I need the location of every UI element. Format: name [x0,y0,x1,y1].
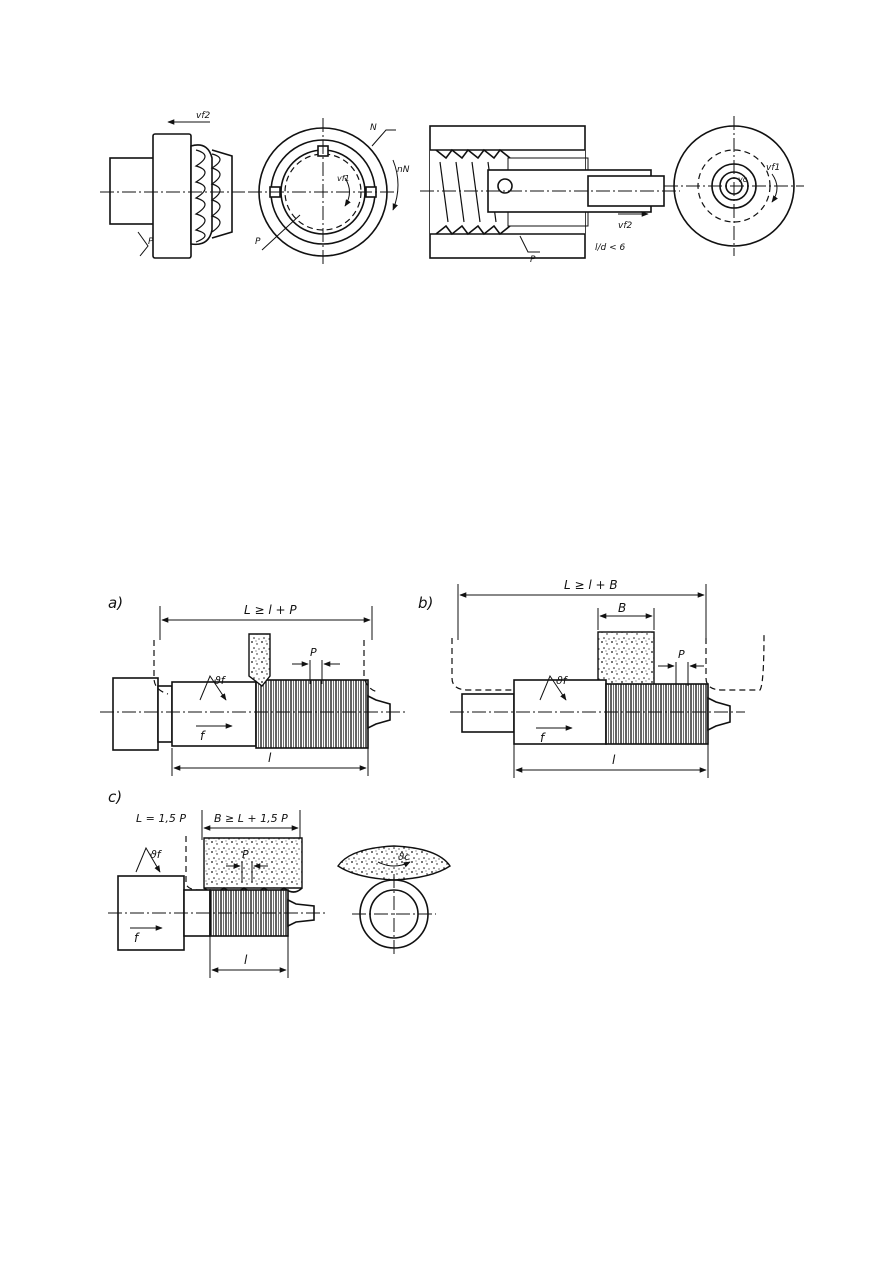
figure-a-length: l [268,751,272,765]
label-vf2-right: vf2 [618,221,632,231]
figure-b-speed: ϑf [556,674,569,687]
figure-b-length-formula: L ≥ l + B [564,578,618,592]
figure-a-tag: a) [108,594,123,612]
top-ring-end-view: N nN vf1 P [248,118,410,266]
figure-c-length-formula: L = 1,5 P [136,812,186,825]
figure-c-tag: c) [108,788,122,806]
top-right-end-view: vf1 vc [664,116,804,256]
figure-c-length: l [244,953,248,967]
figure-a-speed: ϑf [214,674,227,687]
label-p-ring: P [255,237,261,247]
figure-a-length-formula: L ≥ l + P [244,603,297,617]
label-n-ring: N [370,123,377,133]
figure-b-feed: f [540,731,546,745]
label-p-right: P [530,255,536,265]
figure-c-feed: f [134,931,140,945]
label-vf1-ring: vf1 [337,174,350,183]
figure-b-length: l [612,753,616,767]
top-hatched-section: vf2 P l/d < 6 [420,125,680,265]
figure-b: b) L ≥ l + B B ϑf f P [418,578,765,778]
label-p-left: P [148,237,154,247]
figure-b-tag: b) [418,594,433,612]
figure-c-wheel-speed: ϑc [398,852,410,863]
figure-a-pitch: P [310,646,317,659]
figure-b-wheel-width: B [618,601,626,615]
figure-b-pitch: P [678,648,685,661]
internal-thread [435,148,511,236]
figure-c-end-view: ϑc [337,845,451,954]
figure-c: c) L = 1,5 P B ≥ L + 1,5 P ϑf f P l [108,788,325,978]
label-vc-right: vc [738,175,748,184]
label-ratio: l/d < 6 [595,243,626,253]
figure-c-speed: ϑf [150,848,163,861]
worm-threads [190,144,233,246]
figure-c-wheel-formula: B ≥ L + 1,5 P [214,812,288,825]
figure-a-feed: f [200,729,206,743]
figure-a: a) L ≥ l + P ϑf f P l [100,594,405,776]
label-vf2-left: vf2 [196,111,210,121]
figure-c-pitch: P [242,848,249,861]
label-vf1-right: vf1 [766,163,780,173]
label-nn: nN [397,165,410,175]
top-left-worm-shaft: vf2 P [100,111,245,259]
